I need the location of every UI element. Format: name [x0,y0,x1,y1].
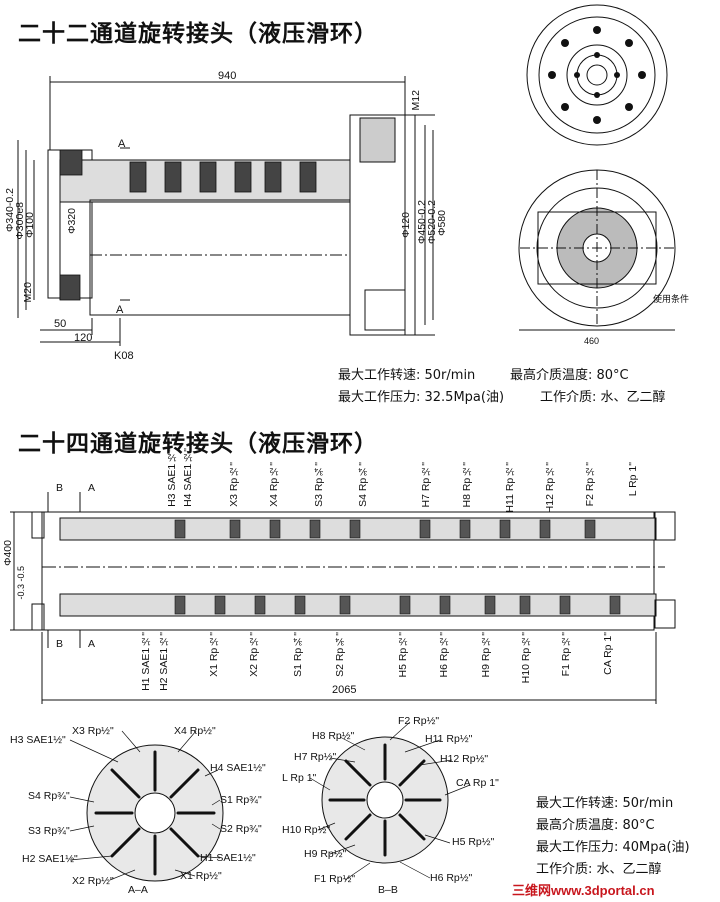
bb-label: H10 Rp½" [282,824,331,836]
section-bb-name: B–B [378,884,398,896]
title-22-channel: 二十二通道旋转接头（液压滑环） [18,21,378,47]
dim-940: 940 [218,70,237,82]
port-label-bottom: CA Rp 1" [602,632,614,675]
aa-label: H1 SAE1½" [200,852,256,864]
section-a-bottom-2: A [88,638,96,650]
port-label-bottom: X2 Rp½" [248,632,260,677]
port-label-bottom: H6 Rp½" [438,632,450,678]
dim-m20: M20 [22,282,34,303]
bb-label: H9 Rp½" [304,848,347,860]
port-label-bottom: H5 Rp½" [397,632,409,678]
bb-label: CA Rp 1" [456,777,499,789]
aa-label: S4 Rp¾" [28,790,70,802]
bb-label: F1 Rp½" [314,873,356,885]
dim-phi580: Φ580 [436,210,448,236]
spec-medium-2: 工作介质: 水、乙二醇 [536,862,662,877]
aa-label: S1 Rp¾" [220,794,262,806]
port-label-bottom: H9 Rp½" [480,632,492,678]
dim-phi400-tol: -0.3 -0.5 [16,566,26,600]
section-a-top: A [118,138,126,150]
aa-label: S2 Rp¾" [220,823,262,835]
spec-max-pressure-1: 最大工作压力: 32.5Mpa(油) [338,390,505,405]
port-label-bottom: H2 SAE1½" [158,632,170,691]
dim-120: 120 [74,332,93,344]
spec-max-speed-1: 最大工作转速: 50r/min [338,368,476,383]
aa-label: X1 Rp½" [180,870,222,882]
port-label-top: H4 SAE1½" [182,448,194,507]
bb-label: H6 Rp½" [430,872,473,884]
bb-label: H5 Rp½" [452,836,495,848]
dim-2065: 2065 [332,684,357,696]
spec-max-speed-2: 最大工作转速: 50r/min [536,796,674,811]
bb-label: H7 Rp½" [294,751,337,763]
port-label-top: S3 Rp¾" [313,462,325,507]
section-aa-name: A–A [128,884,148,896]
port-label-top: F2 Rp½" [584,462,596,507]
dim-50: 50 [54,318,67,330]
aa-label: X4 Rp½" [174,725,216,737]
aa-label: X3 Rp½" [72,725,114,737]
port-label-top: L Rp 1" [627,462,639,497]
port-label-top: H11 Rp½" [504,462,516,513]
port-label-bottom: S1 Rp¾" [292,632,304,677]
aa-label: S3 Rp¾" [28,825,70,837]
title-24-channel: 二十四通道旋转接头（液压滑环） [18,431,378,457]
bb-label: H12 Rp½" [440,753,489,765]
aa-label: H4 SAE1½" [210,762,266,774]
aa-label: H2 SAE1½" [22,853,78,865]
dim-m12: M12 [410,90,422,111]
use-conditions-label: 使用条件 [653,294,690,304]
port-label-bottom: X1 Rp½" [208,632,220,677]
section-b-bottom: B [56,638,64,650]
port-label-top: S4 Rp¾" [357,462,369,507]
bb-label: H8 Rp½" [312,730,355,742]
section-a-bottom: A [116,304,124,316]
port-label-bottom: S2 Rp¾" [334,632,346,677]
watermark: 三维网www.3dportal.cn [512,883,655,898]
port-label-top: X4 Rp½" [268,462,280,507]
section-a-top-2: A [88,482,96,494]
aa-label: X2 Rp½" [72,875,114,887]
port-label-top: H8 Rp½" [461,462,473,508]
spec-max-temp-2: 最高介质温度: 80°C [536,818,655,833]
model-k08: K08 [114,350,134,362]
bb-label: H11 Rp½" [425,733,473,745]
spec-medium-1: 工作介质: 水、乙二醇 [540,390,666,405]
bb-label: F2 Rp½" [398,715,440,727]
section-b-top: B [56,482,64,494]
port-label-top: H12 Rp½" [544,462,556,514]
port-label-top: H3 SAE1½" [166,448,178,507]
dim-phi320: Φ320 [66,208,78,234]
port-label-top: H7 Rp½" [420,462,432,508]
port-label-bottom: F1 Rp½" [560,632,572,677]
spec-max-pressure-2: 最大工作压力: 40Mpa(油) [536,840,690,855]
dim-460: 460 [584,336,600,346]
port-label-top: X3 Rp½" [228,462,240,507]
port-label-bottom: H10 Rp½" [520,632,532,684]
bb-label: L Rp 1" [282,772,317,784]
port-label-bottom: H1 SAE1½" [140,632,152,691]
spec-max-temp-1: 最高介质温度: 80°C [510,368,629,383]
dim-phi400: Φ400 [2,540,14,566]
dim-phi100: Φ100 [24,212,36,238]
dim-phi120: Φ120 [400,212,412,238]
aa-label: H3 SAE1½" [10,734,66,746]
